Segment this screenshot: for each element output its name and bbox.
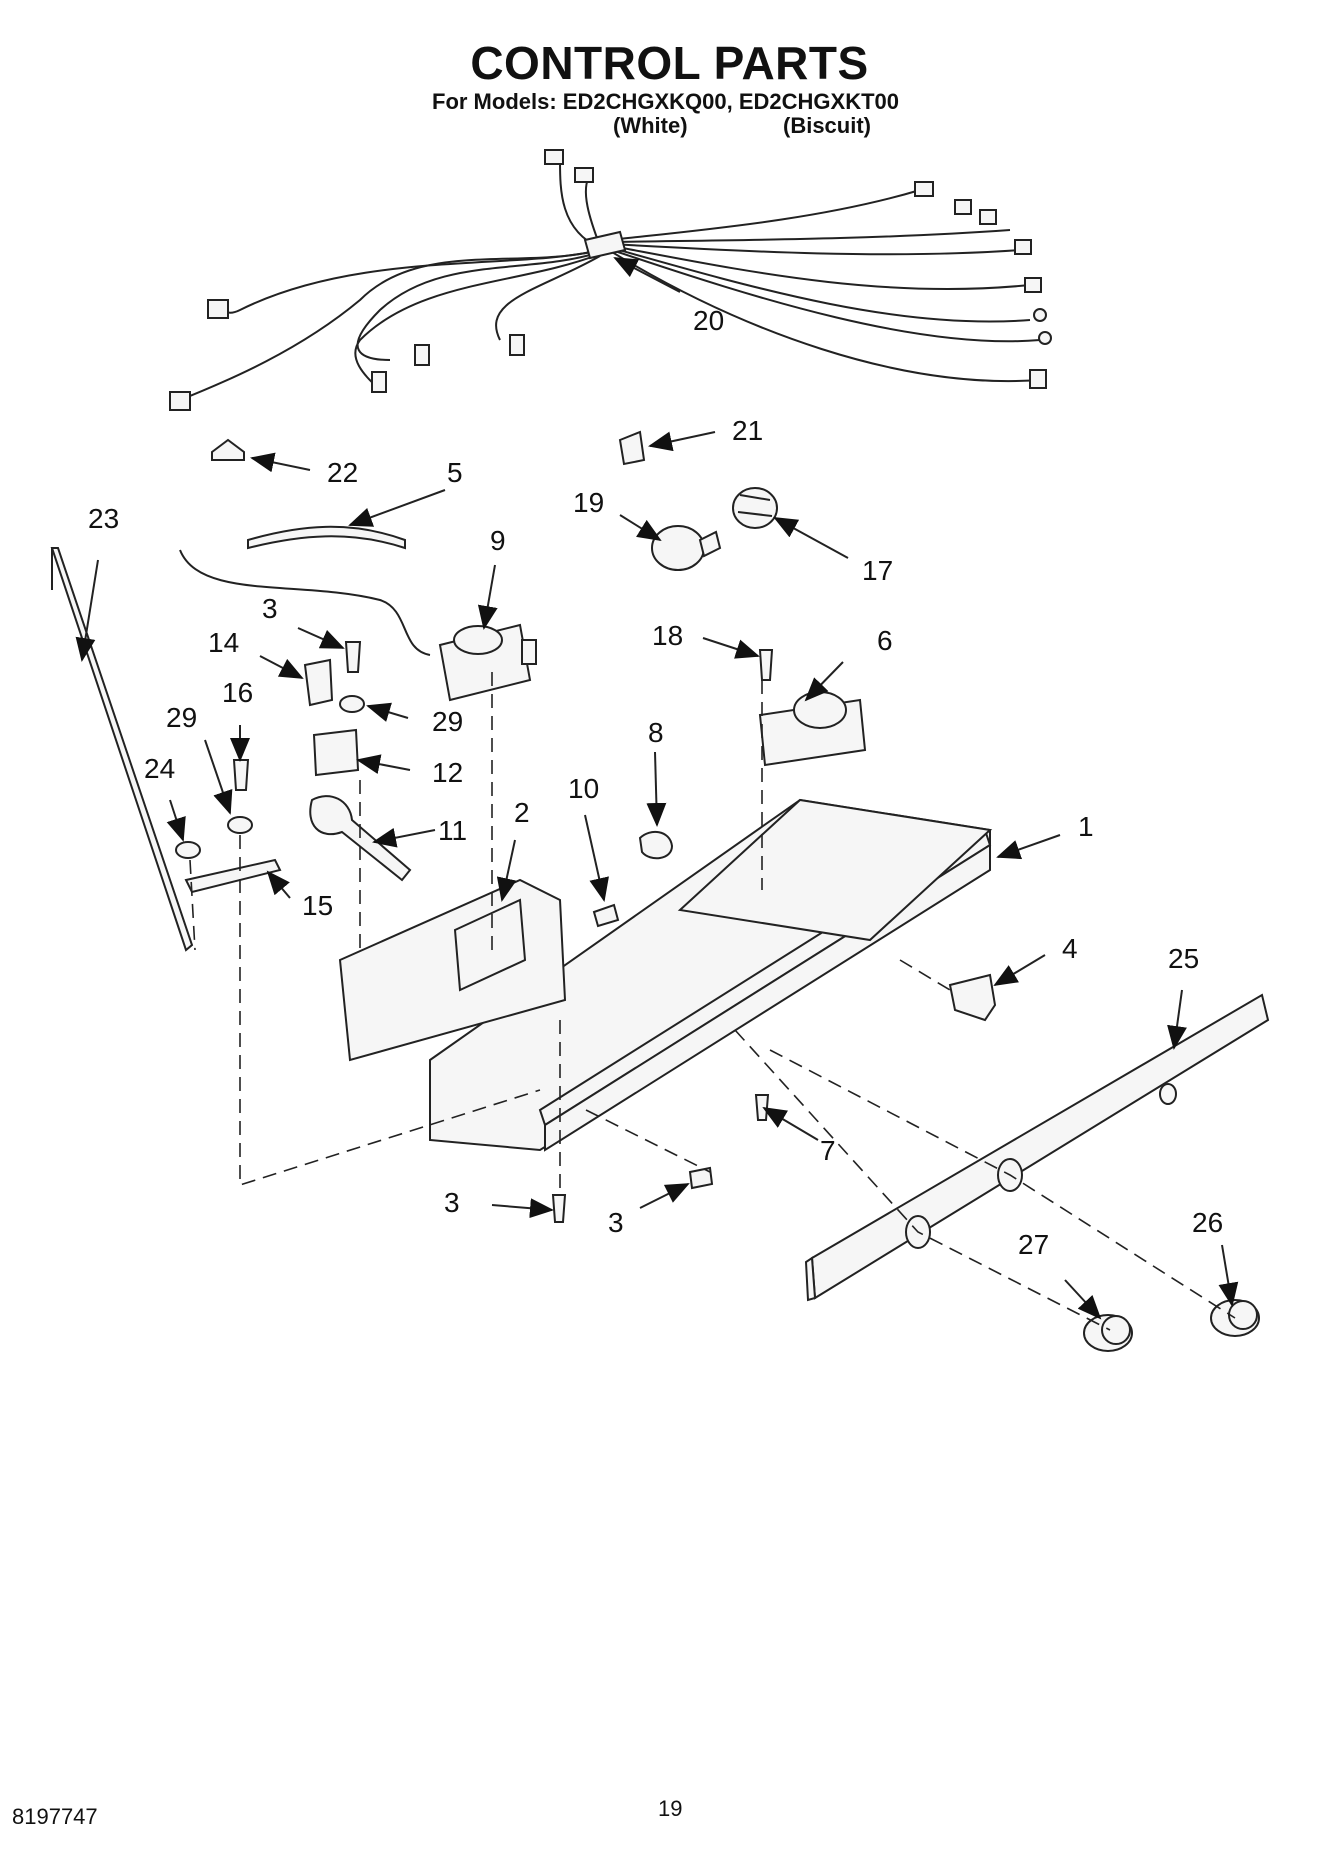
part-5-tube <box>247 525 406 550</box>
page-title: CONTROL PARTS <box>470 37 869 89</box>
part-16-screw <box>232 759 250 791</box>
part-6-timer <box>758 691 867 767</box>
callout-27: 27 <box>1018 1229 1049 1260</box>
callout-18: 18 <box>652 620 683 651</box>
callout-19: 19 <box>573 487 604 518</box>
variant-biscuit: (Biscuit) <box>783 113 871 138</box>
callout-3-bottom-right: 3 <box>608 1207 624 1238</box>
part-11-shaft <box>309 795 412 882</box>
part-27-knob <box>1083 1314 1133 1352</box>
part-2-bracket <box>338 878 567 1062</box>
callout-9: 9 <box>490 525 506 556</box>
leader-arrows <box>75 257 1239 1320</box>
callout-7: 7 <box>820 1135 836 1166</box>
callout-4: 4 <box>1062 933 1078 964</box>
part-12-bracket <box>312 728 360 777</box>
part-3-screw-top <box>344 641 362 673</box>
callout-16: 16 <box>222 677 253 708</box>
part-29-washer-b <box>227 816 253 834</box>
assembly-lines <box>189 672 1236 1331</box>
callout-17: 17 <box>862 555 893 586</box>
part-29-washer-a <box>339 695 365 713</box>
part-19-bulb <box>651 525 722 571</box>
part-7-screw <box>754 1094 770 1121</box>
callout-6: 6 <box>877 625 893 656</box>
callout-3-top: 3 <box>262 593 278 624</box>
sensor-lead <box>179 549 431 656</box>
variant-white: (White) <box>613 113 688 138</box>
callout-15: 15 <box>302 890 333 921</box>
document-number: 8197747 <box>12 1804 98 1829</box>
callout-21: 21 <box>732 415 763 446</box>
callout-22: 22 <box>327 457 358 488</box>
callout-8: 8 <box>648 717 664 748</box>
callout-24: 24 <box>144 753 175 784</box>
callout-20: 20 <box>693 305 724 336</box>
wire-harness <box>169 149 1052 411</box>
part-8-plug <box>638 830 674 860</box>
part-23-rod <box>50 547 194 952</box>
part-25-control-panel <box>804 993 1270 1302</box>
part-3-screw-side <box>688 1166 714 1190</box>
part-9-switch <box>438 623 537 702</box>
callout-2: 2 <box>514 797 530 828</box>
models-line: For Models: ED2CHGXKQ00, ED2CHGXKT00 <box>432 89 899 114</box>
part-22-clip <box>211 438 245 461</box>
part-21-clip <box>618 430 646 466</box>
callout-10: 10 <box>568 773 599 804</box>
callout-25: 25 <box>1168 943 1199 974</box>
callout-5: 5 <box>447 457 463 488</box>
callout-1: 1 <box>1078 811 1094 842</box>
part-3-screw-bottom <box>551 1194 567 1223</box>
part-1-control-housing <box>429 798 993 1152</box>
callout-29-right: 29 <box>432 706 463 737</box>
callout-23: 23 <box>88 503 119 534</box>
page-number: 19 <box>658 1796 683 1821</box>
part-15-lever <box>184 858 282 894</box>
callout-12: 12 <box>432 757 463 788</box>
part-18-screw <box>758 649 774 681</box>
callout-11: 11 <box>438 815 467 846</box>
callout-14: 14 <box>208 627 239 658</box>
part-14-bracket <box>303 658 334 707</box>
part-17-socket <box>732 487 778 529</box>
callout-3-bottom-left: 3 <box>444 1187 460 1218</box>
callout-29-left: 29 <box>166 702 197 733</box>
callout-labels: 20 21 22 5 23 19 17 9 3 18 6 14 29 16 29… <box>88 305 1223 1260</box>
part-24-washer <box>175 841 201 859</box>
part-4-switch <box>948 973 997 1022</box>
callout-26: 26 <box>1192 1207 1223 1238</box>
part-10-screw <box>592 903 620 928</box>
